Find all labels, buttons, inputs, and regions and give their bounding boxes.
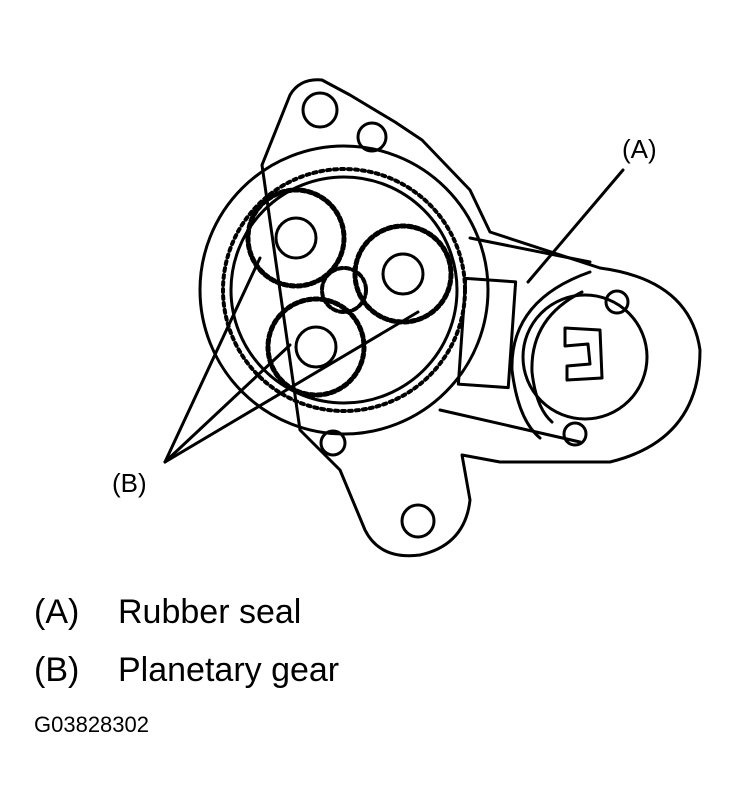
- callout-a: (A): [622, 134, 657, 164]
- figure-code: G03828302: [34, 712, 149, 737]
- planet-gear-2: [352, 223, 454, 325]
- ring-gear-outer: [198, 144, 490, 436]
- sun-gear: [320, 266, 368, 314]
- ring-gear-teeth: [221, 167, 467, 413]
- top-mount-hole-2: [356, 121, 388, 153]
- output-shaft: [521, 293, 649, 421]
- legend-key: (B): [34, 651, 80, 689]
- output-plate-inner: [456, 276, 518, 390]
- planet-gear-3: [265, 296, 367, 398]
- leader-b-3: [163, 310, 420, 464]
- leader-b-1: [163, 256, 262, 464]
- leader-a: [526, 168, 625, 284]
- bottom-mount-hole: [400, 503, 436, 539]
- legend-key: (A): [34, 593, 80, 631]
- legend-item-planetary-gear: (B) Planetary gear: [34, 650, 339, 690]
- housing-outline: [260, 78, 702, 558]
- ring-gear-inner: [229, 175, 459, 405]
- callout-b: (B): [112, 468, 147, 498]
- lower-mount-hole: [319, 429, 347, 457]
- output-plate: [438, 236, 592, 444]
- leader-b-2: [163, 343, 292, 464]
- rubber-seal: [510, 270, 592, 440]
- planet-gear-1: [245, 187, 347, 289]
- shaft-key: [563, 326, 604, 382]
- legend-item-rubber-seal: (A) Rubber seal: [34, 592, 301, 632]
- rubber-seal-inner: [530, 290, 584, 424]
- legend-label: Rubber seal: [118, 593, 302, 631]
- legend-label: Planetary gear: [118, 651, 340, 689]
- output-hole-top: [604, 289, 630, 315]
- top-mount-hole: [301, 91, 339, 129]
- output-hole-bottom: [562, 421, 588, 447]
